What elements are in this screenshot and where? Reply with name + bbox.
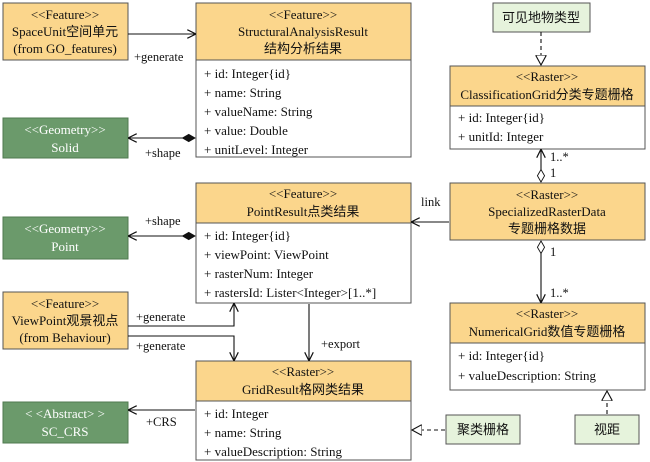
class-structural-analysis-result: <<Feature>> StructuralAnalysisResult 结构分… xyxy=(195,2,412,158)
stereotype: <<Geometry>> xyxy=(24,122,105,137)
stereotype: <<Raster>> xyxy=(272,364,335,379)
attribute: + id: Integer{id} xyxy=(458,348,545,363)
attribute: + valueName: String xyxy=(204,104,313,119)
geometry-point: <<Geometry>> Point xyxy=(2,216,129,260)
note-visible-types: 可见地物类型 xyxy=(492,2,591,33)
class-name-cn: 结构分析结果 xyxy=(264,41,342,56)
attribute: + valueDescription: String xyxy=(458,368,597,383)
generate-connector-3 xyxy=(128,335,234,360)
attribute: + id: Integer{id} xyxy=(204,66,291,81)
class-name: SpaceUnit空间单元 xyxy=(12,24,118,39)
note-cluster-grid: 聚类栅格 xyxy=(445,414,521,445)
note-text: 视距 xyxy=(594,422,620,437)
generate-label: +generate xyxy=(136,339,186,353)
class-origin: (from Behaviour) xyxy=(19,330,110,345)
class-grid-result: <<Raster>> GridResult格网类结果 + id: Integer… xyxy=(195,360,412,461)
class-origin: (from GO_features) xyxy=(13,41,117,56)
stereotype: <<Raster>> xyxy=(516,306,579,321)
generate-connector-2 xyxy=(128,304,234,327)
class-numerical-grid: <<Raster>> NumericalGrid数值专题栅格 + id: Int… xyxy=(449,302,646,391)
attribute: + name: String xyxy=(204,425,282,440)
attribute: + name: String xyxy=(204,85,282,100)
stereotype: < <Abstract> > xyxy=(25,406,105,421)
crs-label: +CRS xyxy=(146,415,177,429)
shape-label: +shape xyxy=(145,146,181,160)
stereotype: <<Feature>> xyxy=(269,7,337,22)
export-label: +export xyxy=(321,337,361,351)
stereotype: <<Geometry>> xyxy=(24,221,105,236)
multiplicity: 1..* xyxy=(550,150,569,164)
class-classification-grid: <<Raster>> ClassificationGrid分类专题栅格 + id… xyxy=(449,65,646,150)
attribute: + id: Integer{id} xyxy=(204,228,291,243)
generate-label: +generate xyxy=(136,310,186,324)
generate-label: +generate xyxy=(134,50,184,64)
stereotype: <<Raster>> xyxy=(516,69,579,84)
attribute: + rastersId: Lister<Integer>[1..*] xyxy=(204,285,376,300)
attribute: + id: Integer{id} xyxy=(458,110,545,125)
stereotype: <<Feature>> xyxy=(269,186,337,201)
attribute: + id: Integer xyxy=(204,406,269,421)
class-name: PointResult点类结果 xyxy=(247,204,360,219)
attribute: + unitLevel: Integer xyxy=(204,142,309,157)
multiplicity: 1..* xyxy=(550,286,569,300)
class-name: Solid xyxy=(51,140,79,155)
attribute: + value: Double xyxy=(204,123,288,138)
stereotype: <<Feature>> xyxy=(31,296,99,311)
class-name: ViewPoint观景视点 xyxy=(12,313,119,328)
attribute: + valueDescription: String xyxy=(204,444,343,459)
note-text: 可见地物类型 xyxy=(502,10,580,25)
class-name: StructuralAnalysisResult xyxy=(238,24,368,39)
class-name-cn: 专题栅格数据 xyxy=(508,221,586,236)
class-viewpoint: <<Feature>> ViewPoint观景视点 (from Behaviou… xyxy=(2,291,129,350)
class-name: Point xyxy=(51,239,79,254)
class-specialized-raster-data: <<Raster>> SpecializedRasterData 专题栅格数据 xyxy=(449,182,646,241)
geometry-solid: <<Geometry>> Solid xyxy=(2,117,129,159)
class-name: NumericalGrid数值专题栅格 xyxy=(469,324,626,339)
class-space-unit: <<Feature>> SpaceUnit空间单元 (from GO_featu… xyxy=(2,2,129,61)
class-name: GridResult格网类结果 xyxy=(242,382,364,397)
attribute: + rasterNum: Integer xyxy=(204,266,314,281)
shape-label: +shape xyxy=(145,214,181,228)
abstract-sc-crs: < <Abstract> > SC_CRS xyxy=(2,401,129,444)
link-label: link xyxy=(421,195,441,209)
class-name: SpecializedRasterData xyxy=(488,204,606,219)
attribute: + viewPoint: ViewPoint xyxy=(204,247,329,262)
class-name: SC_CRS xyxy=(42,424,89,439)
class-point-result: <<Feature>> PointResult点类结果 + id: Intege… xyxy=(195,182,412,304)
stereotype: <<Raster>> xyxy=(516,187,579,202)
class-name: ClassificationGrid分类专题栅格 xyxy=(460,87,633,102)
multiplicity: 1 xyxy=(550,245,556,259)
note-view-distance: 视距 xyxy=(574,414,640,445)
stereotype: <<Feature>> xyxy=(31,7,99,22)
attribute: + unitId: Integer xyxy=(458,129,544,144)
note-text: 聚类栅格 xyxy=(457,422,509,437)
multiplicity: 1 xyxy=(550,166,556,180)
